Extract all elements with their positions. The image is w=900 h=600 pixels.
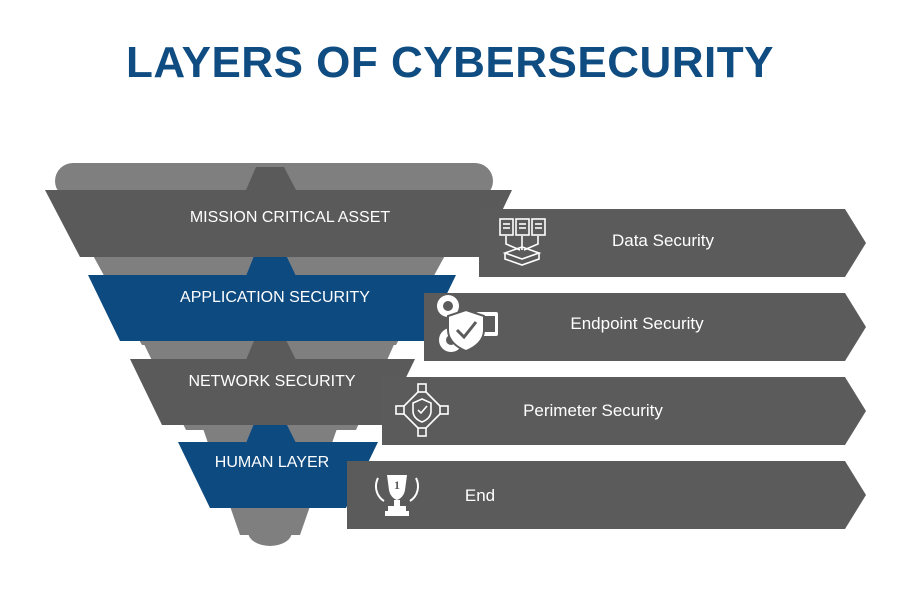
arrow-label-data-security: Data Security: [611, 231, 715, 250]
svg-text:1: 1: [394, 478, 400, 492]
layer-label-human-layer: HUMAN LAYER: [214, 454, 330, 471]
page-title: LAYERS OF CYBERSECURITY: [126, 38, 774, 87]
layer-tab-1: [246, 167, 296, 190]
data-documents-icon: [499, 218, 546, 266]
arrow-perimeter-security: [382, 377, 866, 445]
arrow-endpoint-security: [424, 293, 866, 361]
arrow-label-end: End: [464, 486, 496, 505]
layer-band-network-security: [130, 359, 415, 425]
layer-band-human-layer: [178, 442, 378, 508]
layer-tab-3: [246, 336, 296, 360]
layer-tabs: [246, 167, 296, 443]
layer-label-application-security: APPLICATION SECURITY: [180, 289, 370, 306]
arrow-data-security: [479, 209, 866, 277]
perimeter-shield-network-icon: [395, 383, 449, 437]
endpoint-shield-gear-icon: [437, 295, 498, 353]
arrow-label-endpoint-security: Endpoint Security: [570, 314, 704, 333]
layer-band-application-security: [88, 275, 456, 341]
arrow-end: [347, 461, 866, 529]
arrow-label-perimeter-security: Perimeter Security: [523, 401, 663, 420]
layer-tab-2: [246, 251, 296, 276]
funnel-tip: [248, 518, 292, 546]
layer-band-mission-critical-asset: [45, 190, 512, 257]
arrow-bars: [347, 209, 866, 529]
trophy-icon: 1: [375, 475, 419, 516]
layer-bands: [45, 190, 512, 508]
layer-label-network-security: NETWORK SECURITY: [188, 373, 356, 390]
layer-label-mission-critical-asset: MISSION CRITICAL ASSET: [189, 209, 391, 226]
